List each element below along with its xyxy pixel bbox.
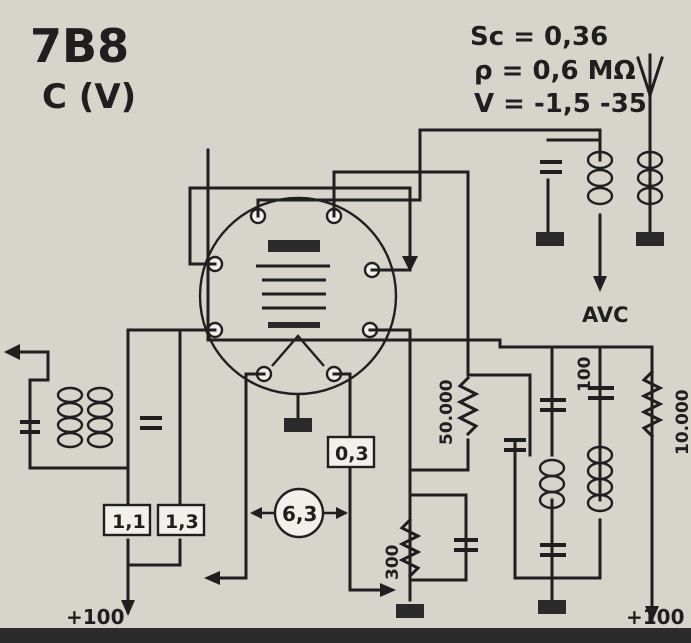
heater-voltage-circle — [273, 487, 325, 539]
avc-label: AVC — [582, 303, 629, 327]
value-box-1-1-label: 1,1 — [112, 511, 146, 533]
capacitor-icon — [140, 416, 162, 430]
capacitor-icon — [454, 538, 478, 552]
capacitor-icon — [588, 386, 614, 400]
ground-symbol — [396, 604, 424, 618]
ground-symbol — [536, 232, 564, 246]
param-rho: ρ = 0,6 MΩ — [474, 56, 636, 86]
capacitor-icon — [20, 420, 40, 434]
value-box-1-1 — [102, 503, 152, 537]
bottom-border — [0, 628, 691, 643]
capacitor-icon — [504, 438, 526, 452]
ground-symbol — [284, 418, 312, 432]
resistor-icon — [456, 375, 480, 437]
coil-icon — [538, 458, 566, 510]
coil-icon — [56, 386, 84, 449]
coil-icon — [86, 386, 114, 449]
tube-type-label: 7B8 — [30, 19, 129, 73]
value-box-1-3 — [156, 503, 206, 537]
arrow-icon — [593, 276, 607, 292]
grid-electrodes — [256, 264, 330, 310]
cathode — [268, 322, 320, 328]
tube-class-label: C (V) — [42, 77, 136, 117]
coil-icon — [586, 150, 614, 206]
supply-left-label: +100 — [66, 605, 125, 629]
coil-icon — [636, 150, 664, 206]
supply-right-label: +100 — [626, 605, 685, 629]
resistor-10000-label: 10.000 — [673, 389, 691, 455]
heater-voltage-label: 6,3 — [282, 502, 317, 526]
arrow-icon — [4, 344, 20, 360]
capacitor-icon — [540, 398, 566, 412]
coil-icon — [586, 445, 614, 513]
capacitor-icon — [540, 543, 566, 557]
arrow-icon — [121, 600, 135, 616]
ground-symbol — [538, 600, 566, 614]
capacitor-icon — [540, 160, 562, 174]
arrow-icon — [645, 606, 659, 622]
anode-plate — [268, 240, 320, 252]
tube-envelope — [198, 196, 398, 396]
param-sc: Sc = 0,36 — [470, 22, 608, 52]
antenna-icon — [636, 53, 664, 132]
value-box-0-3 — [326, 435, 376, 469]
arrow-icon — [204, 571, 220, 585]
arrow-icon — [402, 256, 418, 272]
arrow-icon — [336, 507, 348, 519]
ground-symbol — [636, 232, 664, 246]
resistor-50000-label: 50.000 — [437, 379, 457, 445]
arrow-icon — [250, 507, 262, 519]
resistor-300-label: 300 — [383, 544, 403, 580]
resistor-icon — [398, 517, 422, 579]
param-v: V = -1,5 -35 — [474, 89, 647, 119]
capacitor-100-label: 100 — [575, 356, 595, 392]
resistor-icon — [640, 369, 664, 439]
heater-filament — [271, 334, 325, 367]
arrow-icon — [380, 583, 396, 597]
value-box-0-3-label: 0,3 — [335, 443, 369, 465]
value-box-1-3-label: 1,3 — [165, 511, 199, 533]
